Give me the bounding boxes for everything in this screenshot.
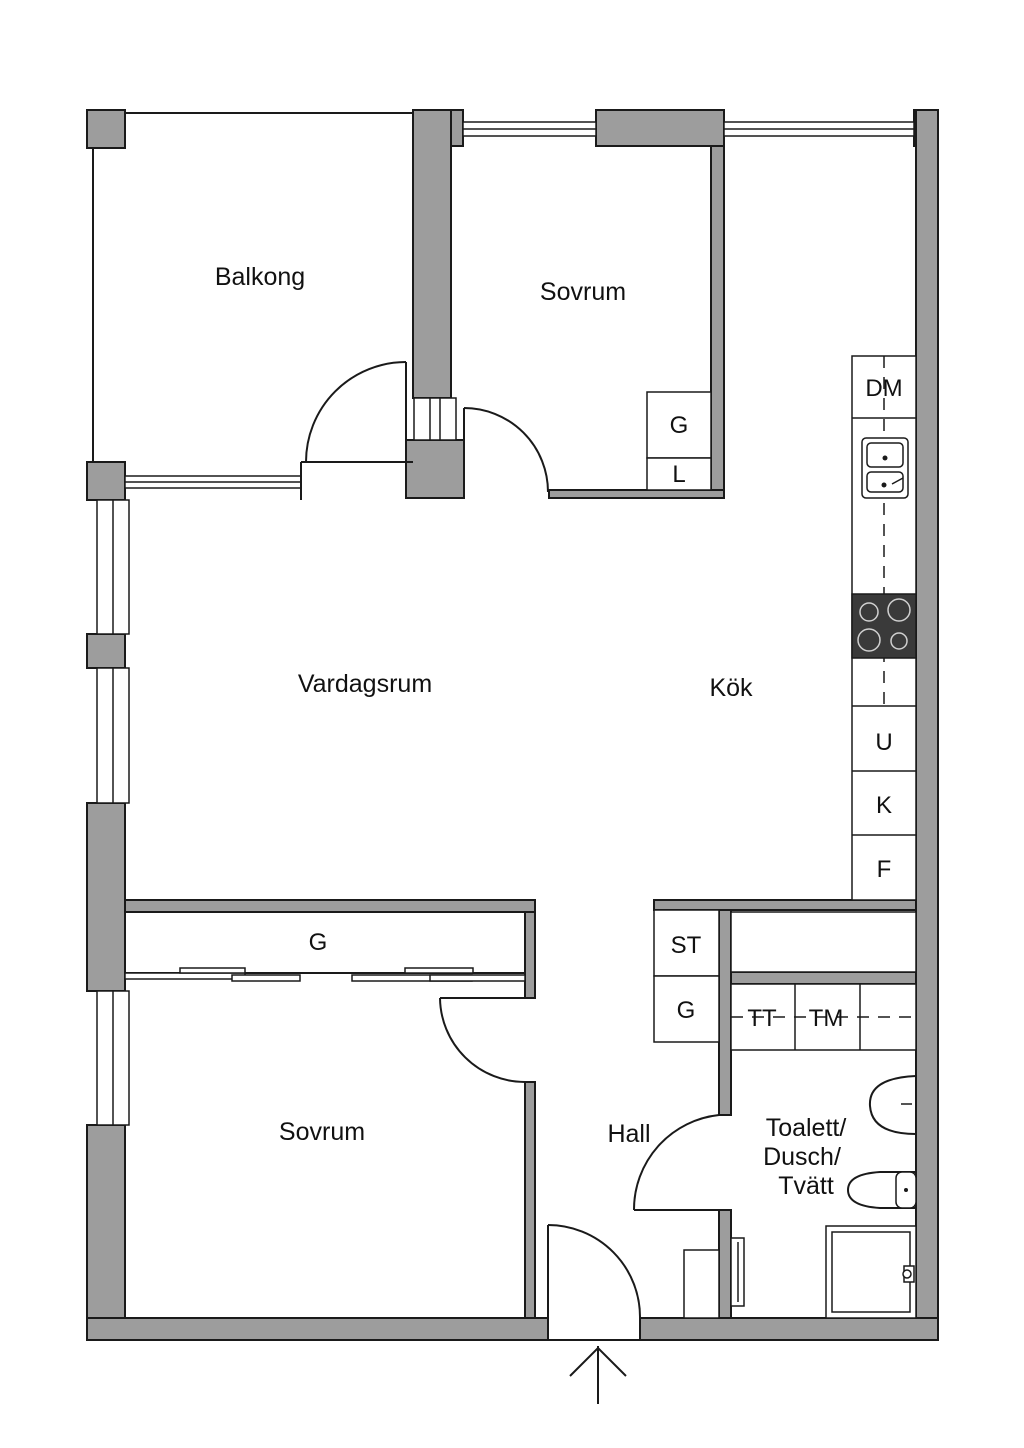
kitchen-counter <box>851 355 917 901</box>
fixture-label-wardrobe-hall: G <box>677 997 696 1024</box>
window-left-1 <box>96 499 130 635</box>
fixture-label-dryer: TT <box>747 1005 777 1032</box>
window-top-kitchen <box>723 121 915 137</box>
balcony-outline <box>92 112 413 500</box>
room-label-balcony: Balkong <box>215 263 305 291</box>
fixture-label-f: F <box>877 856 892 883</box>
entrance-arrow-icon <box>569 1346 627 1404</box>
fixture-label-k: K <box>876 792 892 819</box>
fixture-label-storage: ST <box>671 932 702 959</box>
door-bathroom <box>632 1114 720 1211</box>
toilet-icon <box>846 1171 917 1209</box>
fixture-label-wardrobe-top: G <box>670 412 689 439</box>
room-label-bathroom-3: Tvätt <box>778 1172 834 1200</box>
top-bedroom-closets <box>646 391 712 491</box>
room-label-bathroom-2: Dusch/ <box>763 1143 841 1171</box>
upper-right-storage <box>730 911 917 973</box>
exterior-walls <box>86 109 939 1341</box>
fixture-label-linen: L <box>672 461 685 488</box>
laundry-counter <box>730 983 917 1051</box>
fixture-label-wardrobe-bottom: G <box>309 929 328 956</box>
window-balcony <box>124 475 302 489</box>
fixture-label-u: U <box>875 729 892 756</box>
window-top-bedroom <box>462 121 597 137</box>
window-left-2 <box>96 667 130 804</box>
sink-icon <box>861 437 909 499</box>
door-bedroom-bottom <box>439 997 526 1083</box>
interior-walls <box>124 109 917 1319</box>
room-label-bedroom-bottom: Sovrum <box>279 1118 365 1146</box>
hall-closets <box>653 909 720 1043</box>
door-balcony <box>305 361 407 463</box>
shower-icon <box>825 1225 917 1319</box>
room-label-bathroom-1: Toalett/ <box>766 1114 847 1142</box>
washbasin-icon <box>868 1075 917 1135</box>
room-label-living-room: Vardagsrum <box>298 670 432 698</box>
door-bedroom-top <box>463 407 549 493</box>
hall-radiator <box>683 1237 745 1319</box>
room-label-kitchen: Kök <box>709 674 753 702</box>
windows <box>96 121 915 1126</box>
window-left-3 <box>96 990 130 1126</box>
room-label-hall: Hall <box>607 1120 650 1148</box>
fixture-label-washing-machine: TM <box>809 1005 844 1032</box>
fixture-label-dishwasher: DM <box>865 375 902 402</box>
doors <box>305 361 720 1341</box>
window-divider <box>413 397 457 441</box>
room-label-bedroom-top: Sovrum <box>540 278 626 306</box>
stove-icon <box>851 593 917 659</box>
door-entrance <box>547 1224 642 1341</box>
bottom-bedroom-wardrobe <box>124 967 526 982</box>
